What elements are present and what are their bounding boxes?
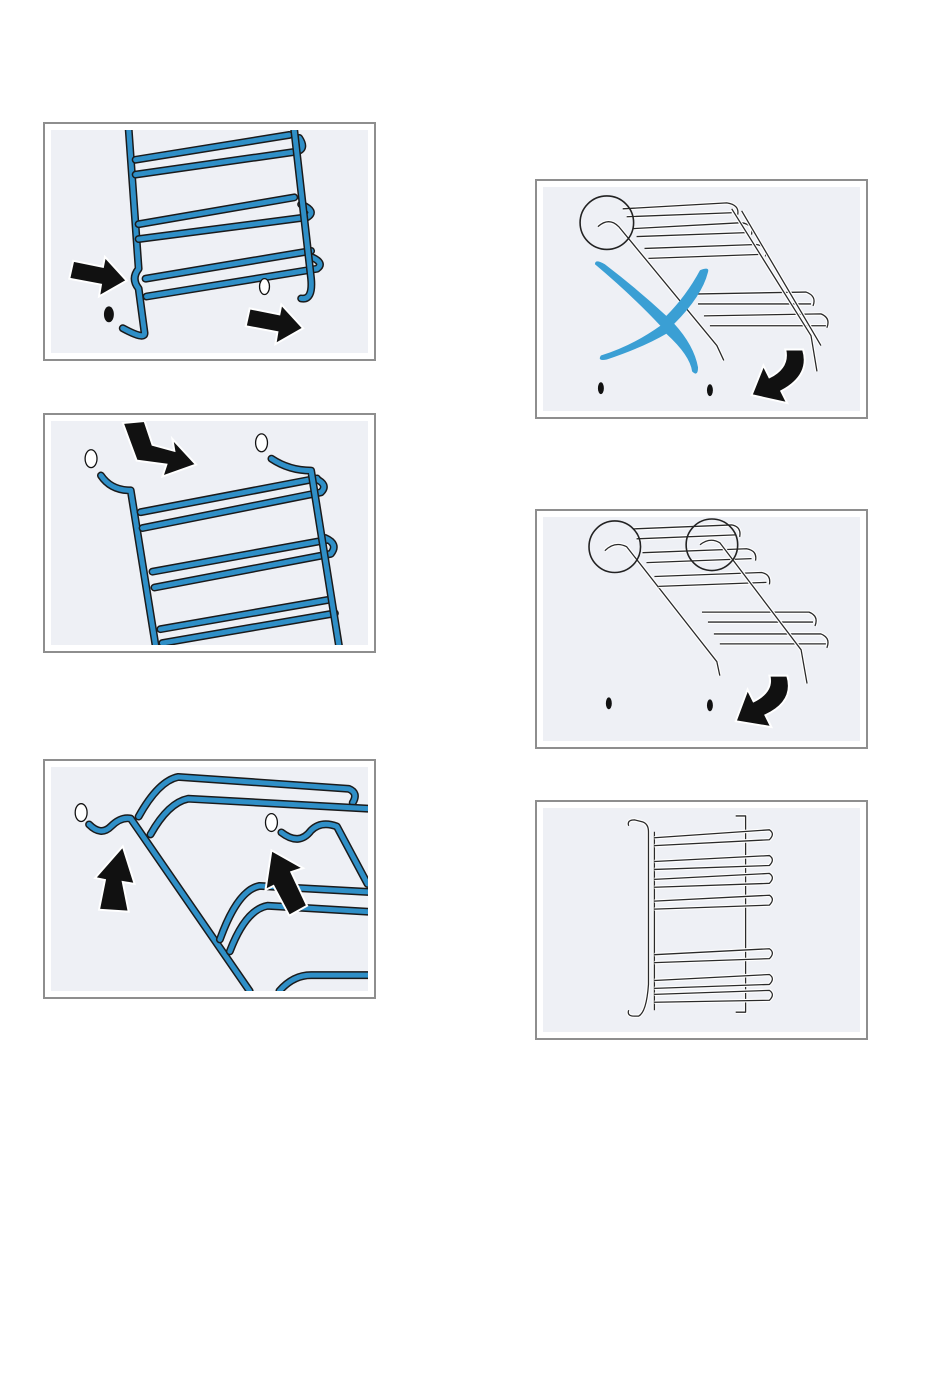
figure-rack-front-view — [535, 800, 868, 1040]
mounting-hole-icon — [266, 814, 278, 832]
rack-wire-blue — [101, 459, 339, 645]
highlight-circle-icon — [589, 521, 641, 573]
mounting-hole-icon — [606, 697, 612, 709]
mounting-hole-icon — [598, 382, 604, 394]
mounting-hole-icon — [85, 450, 97, 468]
rack-top-illustration — [51, 421, 368, 645]
arrow-right-icon — [69, 257, 126, 297]
figure-correct-orientation — [535, 509, 868, 749]
arrow-down-right-icon — [123, 421, 196, 477]
mounting-hole-icon — [75, 804, 87, 822]
rack-wire-thin — [628, 816, 772, 1016]
mounting-hole-icon — [707, 699, 713, 711]
cross-icon — [595, 261, 708, 373]
mounting-hole-icon — [707, 384, 713, 396]
rack-wire-thin — [605, 525, 828, 684]
rack-correct-illustration — [543, 517, 860, 741]
rack-lift-illustration — [51, 767, 368, 991]
figure-hang-rack-in-holes — [43, 122, 376, 361]
mounting-hole-icon — [260, 279, 270, 295]
arrow-right-icon — [246, 304, 303, 344]
arrow-up-icon — [95, 846, 135, 911]
figure-wrong-orientation — [535, 179, 868, 419]
rack-wrong-illustration — [543, 187, 860, 411]
mounting-hole-icon — [104, 306, 114, 322]
figure-lift-rack-arrows — [43, 759, 376, 999]
mounting-hole-icon — [256, 434, 268, 452]
figure-hook-rack-top — [43, 413, 376, 653]
arrow-curved-down-left-icon — [736, 676, 789, 728]
arrow-curved-down-left-icon — [752, 350, 805, 404]
rack-front-illustration — [543, 808, 860, 1032]
rack-wire-blue — [123, 130, 320, 336]
rack-side-illustration — [51, 130, 368, 353]
